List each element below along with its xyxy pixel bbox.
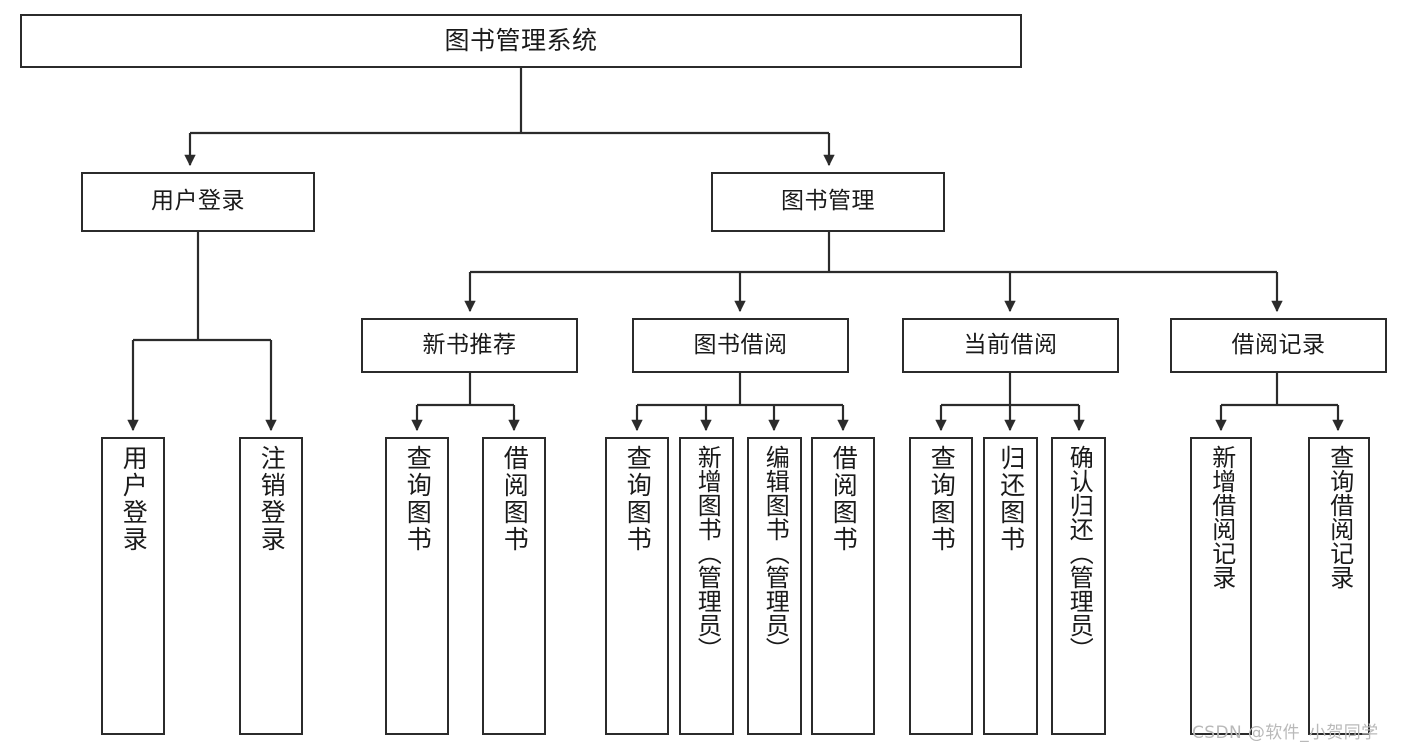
node-label: 用户登录 <box>151 188 245 215</box>
node-label: 查询图书 <box>403 445 433 553</box>
node-label: 借阅图书 <box>500 445 530 553</box>
node-current-borrow[interactable]: 当前借阅 <box>902 318 1119 373</box>
leaf-borrow-record-query[interactable]: 查询借阅记录 <box>1308 437 1370 735</box>
node-label: 确认归还（管理员） <box>1065 445 1094 661</box>
leaf-book-borrow-borrow[interactable]: 借阅图书 <box>811 437 875 735</box>
node-new-book-recommend[interactable]: 新书推荐 <box>361 318 578 373</box>
leaf-book-borrow-query[interactable]: 查询图书 <box>605 437 669 735</box>
node-label: 查询图书 <box>927 445 957 553</box>
node-label: 查询图书 <box>623 445 653 553</box>
node-label: 新增图书（管理员） <box>693 445 722 661</box>
leaf-current-borrow-confirm-return[interactable]: 确认归还（管理员） <box>1051 437 1106 735</box>
node-book-management[interactable]: 图书管理 <box>711 172 945 232</box>
leaf-user-login-login[interactable]: 用户登录 <box>101 437 165 735</box>
node-root-system[interactable]: 图书管理系统 <box>20 14 1022 68</box>
leaf-current-borrow-query[interactable]: 查询图书 <box>909 437 973 735</box>
csdn-watermark: CSDN @软件_小贺同学 <box>1192 723 1379 743</box>
node-label: 注销登录 <box>257 445 287 553</box>
node-label: 图书借阅 <box>693 331 788 358</box>
node-user-login[interactable]: 用户登录 <box>81 172 315 232</box>
node-label: 新增借阅记录 <box>1207 445 1236 589</box>
node-label: 图书管理 <box>781 188 875 215</box>
leaf-user-login-logout[interactable]: 注销登录 <box>239 437 303 735</box>
node-label: 当前借阅 <box>963 331 1058 358</box>
node-book-borrow[interactable]: 图书借阅 <box>632 318 849 373</box>
leaf-book-borrow-add[interactable]: 新增图书（管理员） <box>679 437 734 735</box>
node-label: 编辑图书（管理员） <box>761 445 790 661</box>
node-label: 归还图书 <box>996 445 1026 553</box>
leaf-new-book-borrow[interactable]: 借阅图书 <box>482 437 546 735</box>
node-borrow-record[interactable]: 借阅记录 <box>1170 318 1387 373</box>
leaf-book-borrow-edit[interactable]: 编辑图书（管理员） <box>747 437 802 735</box>
node-label: 查询借阅记录 <box>1325 445 1354 589</box>
leaf-current-borrow-return[interactable]: 归还图书 <box>983 437 1038 735</box>
node-label: 用户登录 <box>119 445 149 553</box>
node-label: 借阅图书 <box>829 445 859 553</box>
leaf-new-book-query[interactable]: 查询图书 <box>385 437 449 735</box>
node-label: 借阅记录 <box>1231 331 1326 358</box>
node-label: 新书推荐 <box>422 331 517 358</box>
leaf-borrow-record-add[interactable]: 新增借阅记录 <box>1190 437 1252 735</box>
node-label: 图书管理系统 <box>444 26 598 56</box>
